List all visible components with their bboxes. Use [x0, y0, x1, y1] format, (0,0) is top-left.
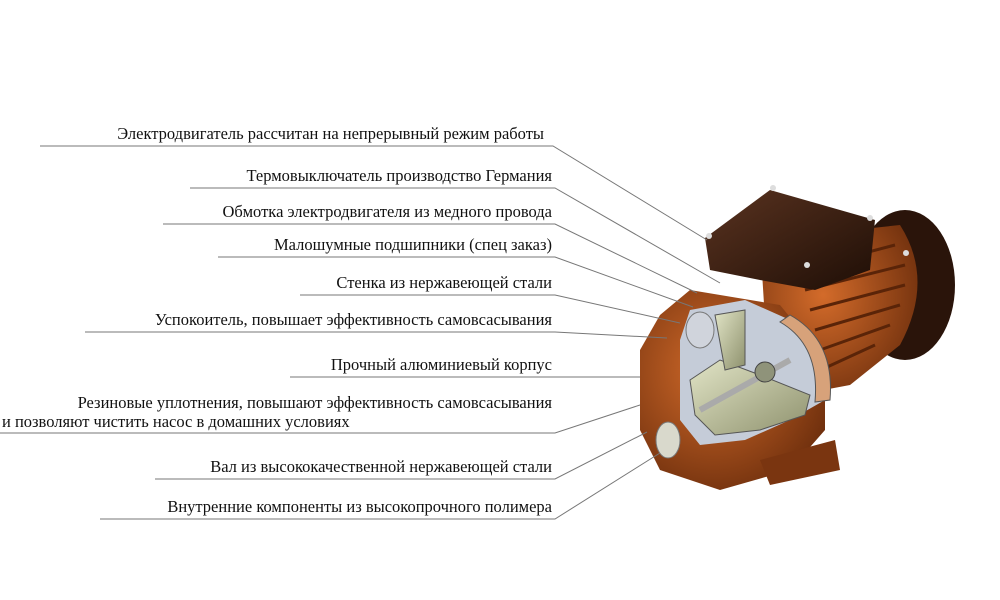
label-bearings: Малошумные подшипники (спец заказ): [273, 235, 552, 254]
stainless-wall: [779, 314, 831, 403]
label-housing: Прочный алюминиевый корпус: [330, 355, 552, 374]
leader-line-9: [155, 431, 648, 480]
label-rubber-seals-line2: и позволяют чистить насос в домашних усл…: [2, 412, 350, 431]
pump-foot: [760, 440, 840, 485]
leader-line-5: [300, 294, 681, 324]
leader-line-10: [100, 452, 661, 520]
label-shaft: Вал из высококачественной нержавеющей ст…: [210, 457, 552, 476]
leader-line-3: [163, 223, 698, 294]
label-motor: Электродвигатель рассчитан на непрерывны…: [117, 124, 544, 143]
bearing: [754, 361, 776, 383]
leader-line-1: [40, 145, 708, 241]
inlet-port: [655, 421, 681, 459]
label-thermal-switch: Термовыключатель производство Германия: [246, 166, 552, 185]
label-stabilizer: Успокоитель, повышает эффективность само…: [154, 310, 552, 329]
label-polymer-components: Внутренние компоненты из высокопрочного …: [167, 497, 552, 516]
polymer-stabilizer: [714, 309, 746, 371]
leader-line-6: [85, 331, 668, 339]
leader-line-2: [190, 187, 721, 284]
terminal-box: [705, 190, 875, 290]
screws: [706, 185, 909, 268]
label-copper-winding: Обмотка электродвигателя из медного пров…: [222, 202, 552, 221]
leader-lines: [0, 145, 721, 520]
leader-line-8: [0, 404, 641, 434]
label-steel-wall: Стенка из нержавеющей стали: [336, 273, 552, 292]
outlet-port: [685, 311, 715, 349]
label-rubber-seals: Резиновые уплотнения, повышают эффективн…: [77, 393, 552, 412]
shaft: [698, 357, 792, 413]
leader-line-4: [218, 256, 694, 308]
